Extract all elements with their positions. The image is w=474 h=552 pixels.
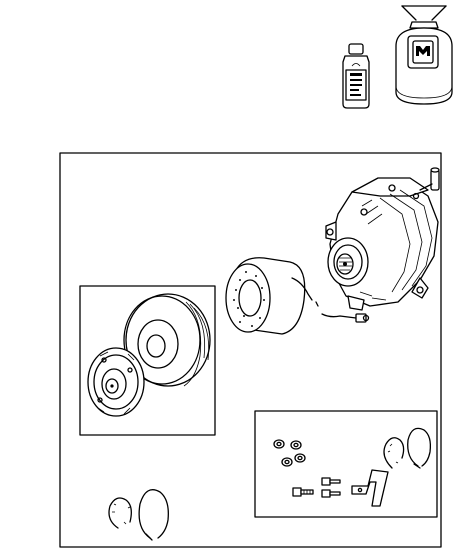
snap-ring [108, 497, 132, 529]
ac-compressor [325, 167, 440, 311]
hardware-kit [254, 410, 438, 518]
refrigerant-tank [395, 5, 453, 105]
bracket [351, 469, 389, 507]
washer [273, 439, 285, 449]
washer [294, 453, 306, 463]
snap-ring [138, 489, 169, 541]
snap-ring [383, 437, 405, 469]
snap-ring [407, 427, 432, 469]
refrigerant-oil-bottle [342, 43, 370, 109]
bolt [292, 487, 314, 497]
clutch-coil [225, 257, 370, 335]
kit-frame [59, 152, 442, 548]
washer [281, 457, 293, 467]
bolt [321, 489, 341, 498]
bolt [321, 477, 341, 486]
washer [290, 440, 302, 450]
snap-rings [108, 489, 169, 541]
clutch-pulley-kit [79, 285, 216, 436]
